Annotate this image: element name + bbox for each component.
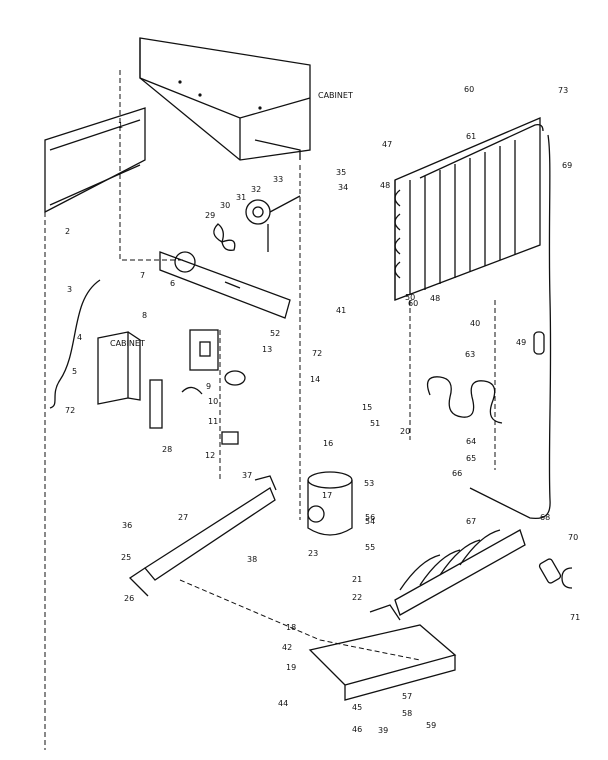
callout-c48: 48 bbox=[380, 181, 390, 190]
callout-c52: 52 bbox=[270, 329, 280, 338]
callout-c10: 10 bbox=[208, 397, 218, 406]
condenser-fan bbox=[394, 529, 526, 616]
callout-c47: 47 bbox=[382, 140, 392, 149]
callout-c15: 15 bbox=[362, 403, 372, 412]
callout-c38: 38 bbox=[247, 555, 257, 564]
callout-c49: 49 bbox=[516, 338, 526, 347]
callout-c70: 70 bbox=[568, 533, 578, 542]
callout-c6: 6 bbox=[170, 279, 175, 288]
base-pan bbox=[308, 604, 457, 701]
callout-c56: 56 bbox=[365, 513, 375, 522]
callout-c67: 67 bbox=[466, 517, 476, 526]
callout-c60b: 60 bbox=[408, 299, 418, 308]
callout-c55: 55 bbox=[365, 543, 375, 552]
callout-c69: 69 bbox=[562, 161, 572, 170]
control-box bbox=[97, 331, 141, 405]
callout-c20: 20 bbox=[400, 427, 410, 436]
callout-c35: 35 bbox=[336, 168, 346, 177]
callout-c33: 33 bbox=[273, 175, 283, 184]
callout-c29: 29 bbox=[205, 211, 215, 220]
callout-c58: 58 bbox=[402, 709, 412, 718]
cabinet-label-left: CABINET bbox=[110, 339, 145, 348]
callout-c19: 19 bbox=[286, 663, 296, 672]
callout-c51: 51 bbox=[370, 419, 380, 428]
callout-c17: 17 bbox=[322, 491, 332, 500]
callout-c48b: 48 bbox=[430, 294, 440, 303]
callout-c9: 9 bbox=[206, 382, 211, 391]
callout-c50: 50 bbox=[405, 293, 415, 302]
cabinet-label-top: CABINET bbox=[318, 91, 353, 100]
callout-c72: 72 bbox=[65, 406, 75, 415]
capillary-tube bbox=[469, 134, 552, 520]
cabinet-tray bbox=[139, 37, 311, 161]
callout-c11: 11 bbox=[208, 417, 218, 426]
callout-c46: 46 bbox=[352, 725, 362, 734]
power-cord bbox=[49, 279, 101, 409]
mounting-rail bbox=[128, 475, 277, 597]
compressor bbox=[307, 471, 353, 536]
callout-c61: 61 bbox=[466, 132, 476, 141]
callout-c45: 45 bbox=[352, 703, 362, 712]
fan-motor-assembly bbox=[213, 195, 301, 252]
callout-c27: 27 bbox=[178, 513, 188, 522]
side-panel bbox=[44, 107, 146, 750]
callout-c13: 13 bbox=[262, 345, 272, 354]
callout-c36: 36 bbox=[122, 521, 132, 530]
callout-c60: 60 bbox=[464, 85, 474, 94]
callout-c57: 57 bbox=[402, 692, 412, 701]
callout-c30: 30 bbox=[220, 201, 230, 210]
callout-c54: 54 bbox=[365, 517, 375, 526]
callout-c14: 14 bbox=[310, 375, 320, 384]
callout-c22: 22 bbox=[352, 593, 362, 602]
callout-c26: 26 bbox=[124, 594, 134, 603]
condenser-coil bbox=[426, 376, 503, 424]
plug bbox=[538, 558, 573, 589]
callout-c39: 39 bbox=[378, 726, 388, 735]
callout-c12: 12 bbox=[205, 451, 215, 460]
evaporator-coil bbox=[394, 117, 544, 301]
callout-c2: 2 bbox=[65, 227, 70, 236]
callout-c34: 34 bbox=[338, 183, 348, 192]
callout-c42: 42 bbox=[282, 643, 292, 652]
callout-c5: 5 bbox=[72, 367, 77, 376]
callout-c53: 53 bbox=[364, 479, 374, 488]
callout-c21: 21 bbox=[352, 575, 362, 584]
drier bbox=[533, 331, 545, 355]
callout-c66: 66 bbox=[452, 469, 462, 478]
callout-c59: 59 bbox=[426, 721, 436, 730]
callout-c7: 7 bbox=[140, 271, 145, 280]
callout-c8: 8 bbox=[142, 311, 147, 320]
callout-c23: 23 bbox=[308, 549, 318, 558]
callout-c25: 25 bbox=[121, 553, 131, 562]
callout-c3: 3 bbox=[67, 285, 72, 294]
callout-c18: 18 bbox=[286, 623, 296, 632]
callout-c16: 16 bbox=[323, 439, 333, 448]
callout-numbers: 1234567891011121314151617181920212223252… bbox=[65, 85, 580, 735]
callout-c4: 4 bbox=[77, 333, 82, 342]
callout-c37: 37 bbox=[242, 471, 252, 480]
callout-c72b: 72 bbox=[312, 349, 322, 358]
callout-c1: 1 bbox=[118, 121, 123, 130]
callout-c28: 28 bbox=[162, 445, 172, 454]
callout-c68: 68 bbox=[540, 513, 550, 522]
guide-lines bbox=[119, 70, 496, 661]
callout-c41: 41 bbox=[336, 306, 346, 315]
callout-c32: 32 bbox=[251, 185, 261, 194]
callout-c65: 65 bbox=[466, 454, 476, 463]
callout-c71: 71 bbox=[570, 613, 580, 622]
motor-bracket bbox=[159, 251, 291, 319]
switch-parts bbox=[149, 329, 246, 445]
callout-c64: 64 bbox=[466, 437, 476, 446]
callout-c63: 63 bbox=[465, 350, 475, 359]
callout-c31: 31 bbox=[236, 193, 246, 202]
callout-c40: 40 bbox=[470, 319, 480, 328]
callout-c73: 73 bbox=[558, 86, 568, 95]
callout-c44: 44 bbox=[278, 699, 288, 708]
